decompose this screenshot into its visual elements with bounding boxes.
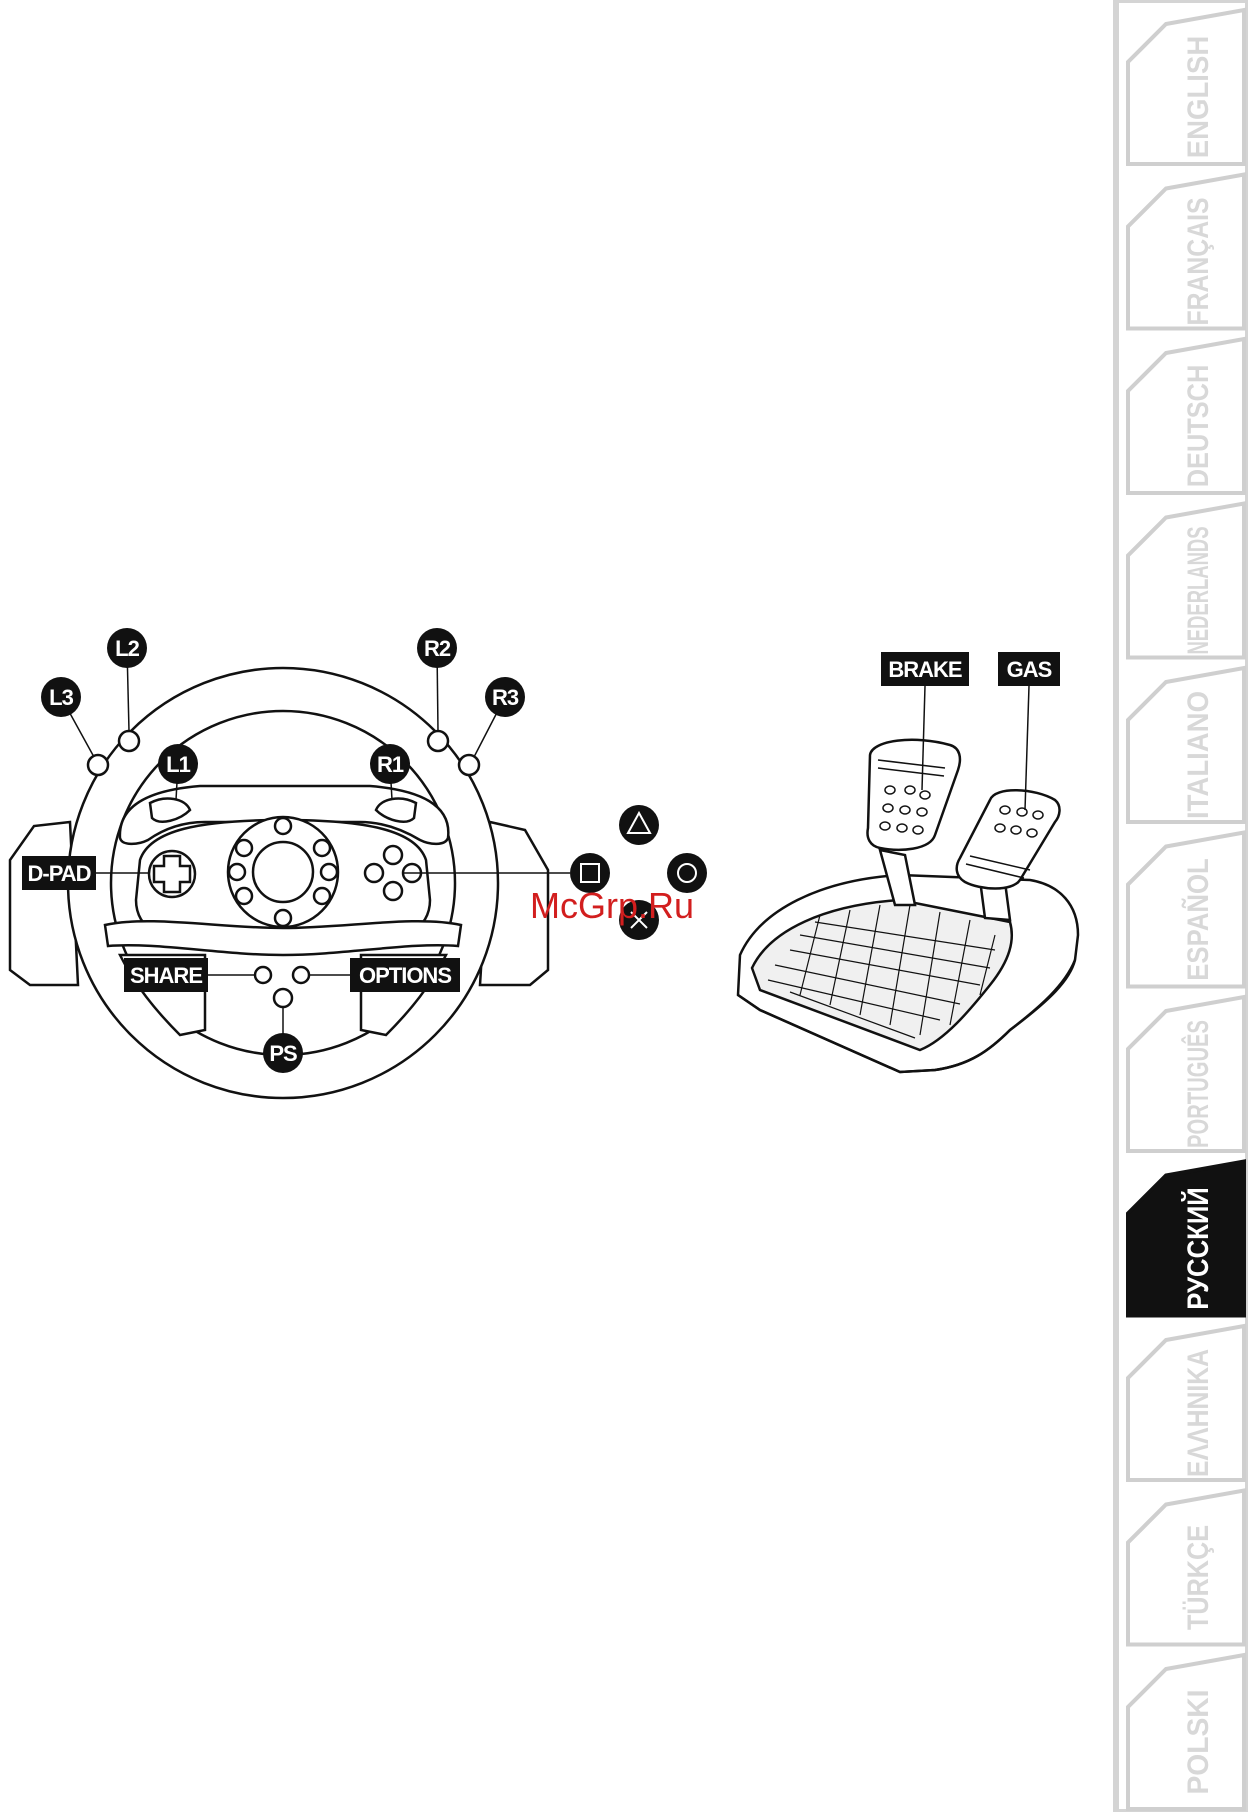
svg-text:R2: R2 (424, 636, 451, 661)
tab-label: РУССКИЙ (1181, 1187, 1215, 1310)
share-callout: SHARE (124, 958, 208, 992)
tab-label: NEDERLANDS (1182, 527, 1215, 655)
language-tab-strip: ENGLISH FRANÇAIS DEUTSCH NEDERLANDS ITALIANO… (1116, 0, 1248, 1812)
tab-label: ITALIANO (1182, 691, 1215, 819)
tab-label: TÜRKÇE (1182, 1525, 1215, 1630)
ps-button[interactable] (274, 989, 292, 1007)
r3-callout: R3 (485, 677, 525, 717)
svg-text:SHARE: SHARE (130, 963, 202, 988)
svg-text:PS: PS (269, 1041, 297, 1066)
tab-label: POLSKI (1182, 1690, 1215, 1795)
r1-callout: R1 (370, 744, 410, 784)
svg-text:OPTIONS: OPTIONS (359, 963, 451, 988)
tab-label: DEUTSCH (1182, 365, 1215, 488)
svg-text:L1: L1 (166, 752, 190, 777)
gas-callout: GAS (998, 652, 1060, 686)
tab-label: PORTUGUÊS (1181, 1020, 1215, 1148)
l2-callout: L2 (107, 628, 147, 668)
pedal-set-diagram (738, 740, 1078, 1072)
svg-text:BRAKE: BRAKE (888, 657, 962, 682)
svg-text:GAS: GAS (1007, 657, 1052, 682)
svg-text:L2: L2 (115, 636, 139, 661)
brake-pedal-pad[interactable] (868, 740, 960, 850)
brake-callout: BRAKE (881, 652, 969, 686)
tab-label: FRANÇAIS (1182, 198, 1215, 326)
ps-callout: PS (263, 1033, 303, 1073)
tab-label: ESPAÑOL (1181, 858, 1215, 981)
dpad-callout: D-PAD (22, 856, 96, 890)
watermark-text: McGrp.Ru (530, 885, 694, 926)
l2-button[interactable] (119, 731, 139, 751)
share-button[interactable] (255, 967, 271, 983)
l3-button[interactable] (88, 755, 108, 775)
r2-callout: R2 (417, 628, 457, 668)
options-callout: OPTIONS (350, 958, 460, 992)
language-tabs: ENGLISH FRANÇAIS DEUTSCH NEDERLANDS ITALIANO… (1128, 10, 1244, 1809)
l3-callout: L3 (41, 677, 81, 717)
svg-text:R3: R3 (492, 685, 519, 710)
r2-button[interactable] (428, 731, 448, 751)
triangle-icon (619, 805, 659, 845)
options-button[interactable] (293, 967, 309, 983)
l1-callout: L1 (158, 744, 198, 784)
svg-text:D-PAD: D-PAD (27, 861, 90, 886)
svg-text:L3: L3 (49, 685, 73, 710)
tab-label: ΕΛΛΗΝΙΚΑ (1182, 1349, 1215, 1477)
r3-button[interactable] (459, 755, 479, 775)
center-rosette-inner (253, 842, 313, 902)
tab-label: ENGLISH (1182, 36, 1215, 159)
svg-text:R1: R1 (377, 752, 404, 777)
